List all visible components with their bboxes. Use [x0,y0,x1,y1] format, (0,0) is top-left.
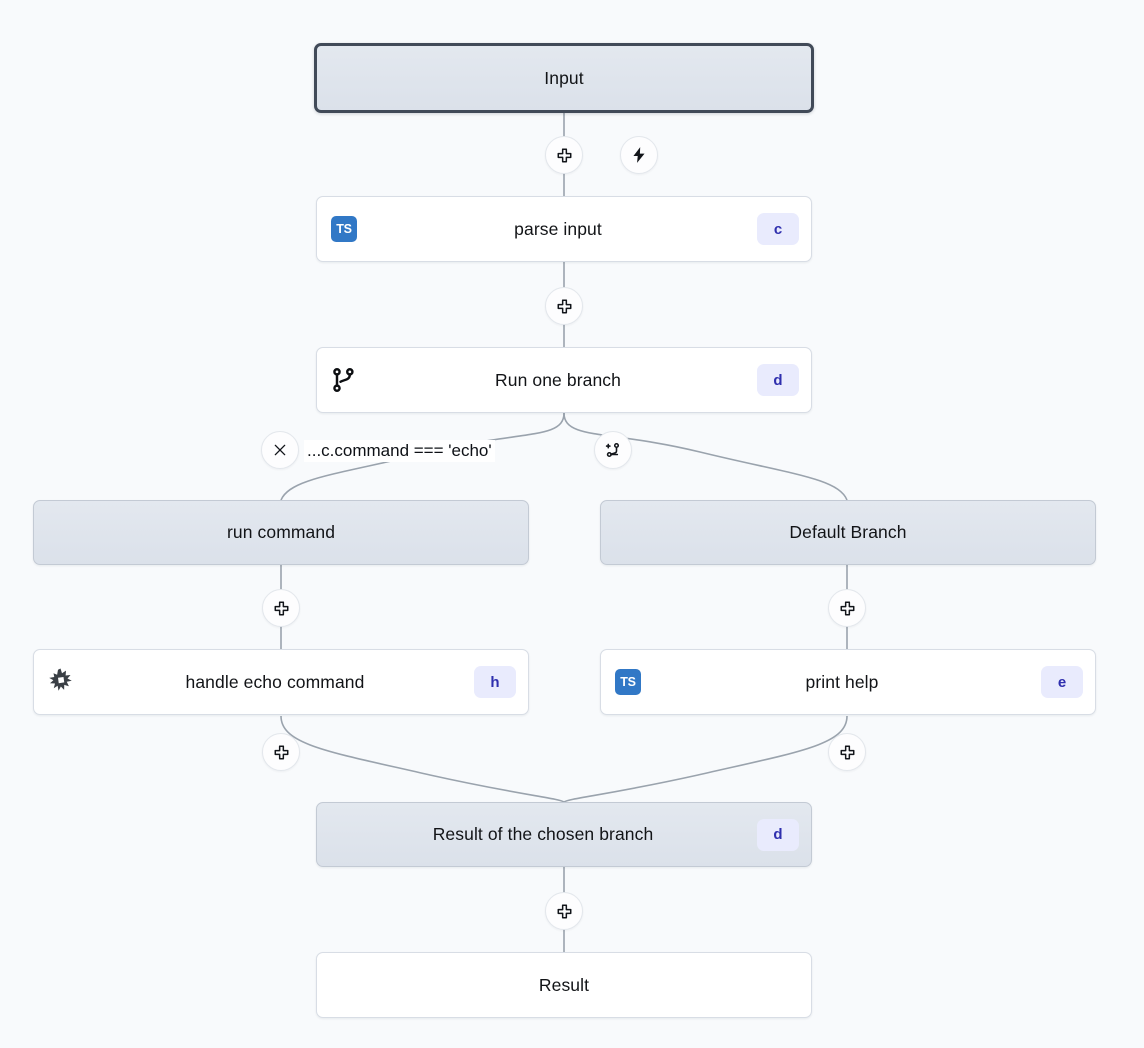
plus-icon [840,601,854,615]
plus-icon [840,745,854,759]
node-run-one-branch[interactable]: Run one branch d [316,347,812,413]
node-parse-input-label: parse input [514,218,602,239]
plus-icon [274,601,288,615]
add-step-button-input-parse[interactable] [545,136,583,174]
node-input[interactable]: Input [314,43,814,113]
node-parse-input[interactable]: TS parse input c [316,196,812,262]
node-run-command-label: run command [226,522,336,542]
node-parse-input-badge[interactable]: c [757,213,799,245]
node-print-help-label: print help [805,671,879,692]
lightning-bolt-icon [633,147,645,163]
node-run-one-branch-label: Run one branch [495,369,621,390]
add-step-button-run-command[interactable] [262,589,300,627]
add-step-button-parse-branch[interactable] [545,287,583,325]
node-handle-echo-command-label: handle echo command [185,671,365,692]
bash-icon [46,667,76,697]
node-print-help[interactable]: TS print help e [600,649,1096,715]
node-input-label: Input [544,67,584,88]
add-branch-icon [605,442,620,458]
node-handle-echo-command-badge[interactable]: h [474,666,516,698]
add-step-button-default-branch[interactable] [828,589,866,627]
remove-branch-button[interactable] [261,431,299,469]
git-branch-icon [329,365,359,395]
plus-icon [274,745,288,759]
plus-icon [557,299,571,313]
typescript-icon: TS [613,667,643,697]
node-result-label: Result [538,974,590,995]
edge-condition-label: ...c.command === 'echo' [304,440,495,462]
edge-print-help-to-result [563,715,848,803]
close-icon [274,444,286,456]
node-run-one-branch-badge[interactable]: d [757,364,799,396]
plus-icon [557,904,571,918]
trigger-button[interactable] [620,136,658,174]
edge-handle-echo-to-result [280,715,565,803]
add-branch-button[interactable] [594,431,632,469]
node-run-command[interactable]: run command [33,500,529,565]
node-default-branch-label: Default Branch [789,522,907,542]
node-branch-result[interactable]: Result of the chosen branch d [316,802,812,867]
typescript-icon: TS [329,214,359,244]
add-step-button-result[interactable] [545,892,583,930]
add-step-button-handle-echo[interactable] [262,733,300,771]
node-print-help-badge[interactable]: e [1041,666,1083,698]
node-handle-echo-command[interactable]: handle echo command h [33,649,529,715]
add-step-button-print-help[interactable] [828,733,866,771]
node-result[interactable]: Result [316,952,812,1018]
node-branch-result-badge[interactable]: d [757,818,799,851]
node-branch-result-label: Result of the chosen branch [432,824,654,844]
node-default-branch[interactable]: Default Branch [600,500,1096,565]
plus-icon [557,148,571,162]
